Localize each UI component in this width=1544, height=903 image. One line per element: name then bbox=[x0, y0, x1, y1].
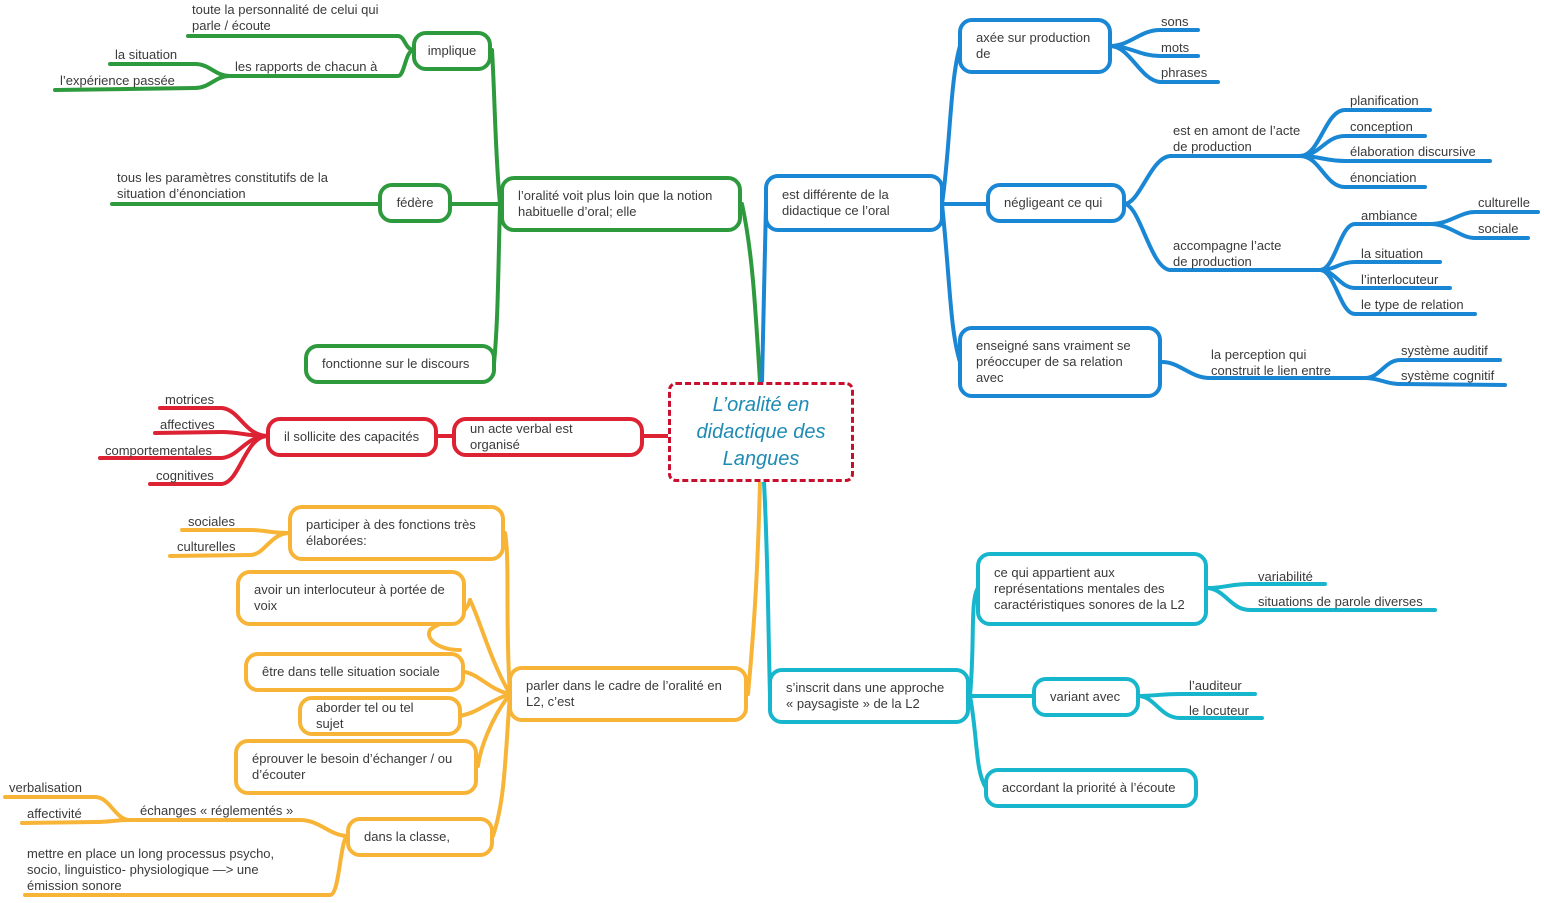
label-interlocuteur: l’interlocuteur bbox=[1361, 272, 1439, 287]
label-parametres: tous les paramètres constitutifs de la s… bbox=[117, 170, 328, 201]
central-topic[interactable]: L’oralité en didactique des Langues bbox=[668, 382, 854, 482]
label-auditeur: l’auditeur bbox=[1189, 678, 1242, 693]
label-comportementales: comportementales bbox=[105, 443, 212, 458]
label-affectivite: affectivité bbox=[27, 806, 82, 821]
label-verbalisation: verbalisation bbox=[9, 780, 82, 795]
label-sociales: sociales bbox=[188, 514, 235, 529]
label-conception: conception bbox=[1350, 119, 1413, 134]
node-acte-verbal[interactable]: un acte verbal est organisé bbox=[452, 417, 644, 457]
label-mots: mots bbox=[1161, 40, 1190, 55]
node-federe[interactable]: fédère bbox=[378, 183, 452, 223]
label-amont: est en amont de l’acte de production bbox=[1173, 123, 1301, 154]
orange-branch-lines bbox=[3, 480, 762, 897]
node-eprouver[interactable]: éprouver le besoin d’échanger / ou d’éco… bbox=[234, 739, 478, 795]
node-negligeant[interactable]: négligeant ce qui bbox=[986, 183, 1126, 223]
label-planification: planification bbox=[1350, 93, 1419, 108]
green-main-node[interactable]: l’oralité voit plus loin que la notion h… bbox=[500, 176, 742, 232]
node-representations[interactable]: ce qui appartient aux représentations me… bbox=[976, 552, 1208, 626]
label-culturelles: culturelles bbox=[177, 539, 236, 554]
label-locuteur: le locuteur bbox=[1189, 703, 1249, 718]
green-branch-lines bbox=[53, 34, 762, 384]
label-ambiance: ambiance bbox=[1361, 208, 1418, 223]
label-sons: sons bbox=[1161, 14, 1189, 29]
node-axee[interactable]: axée sur production de bbox=[958, 18, 1112, 74]
label-type-relation: le type de relation bbox=[1361, 297, 1464, 312]
teal-branch-lines bbox=[762, 480, 1437, 790]
label-perception: la perception qui construit le lien entr… bbox=[1211, 347, 1331, 378]
label-accompagne: accompagne l’acte de production bbox=[1173, 238, 1282, 269]
label-auditif: système auditif bbox=[1401, 343, 1488, 358]
label-affectives: affectives bbox=[160, 417, 215, 432]
node-aborder[interactable]: aborder tel ou tel sujet bbox=[298, 696, 462, 736]
red-branch-lines bbox=[98, 406, 672, 486]
node-variant[interactable]: variant avec bbox=[1032, 677, 1140, 717]
node-dans-la-classe[interactable]: dans la classe, bbox=[346, 817, 494, 857]
label-rapports: les rapports de chacun à bbox=[235, 59, 378, 74]
label-cognitives: cognitives bbox=[156, 468, 214, 483]
node-situation-sociale[interactable]: être dans telle situation sociale bbox=[244, 652, 465, 692]
blue-main-node[interactable]: est différente de la didactique ce l’ora… bbox=[764, 174, 944, 232]
label-sociale: sociale bbox=[1478, 221, 1519, 236]
label-elaboration: élaboration discursive bbox=[1350, 144, 1476, 159]
label-situations-parole: situations de parole diverses bbox=[1258, 594, 1423, 609]
label-experience: l’expérience passée bbox=[60, 73, 175, 88]
node-accordant[interactable]: accordant la priorité à l’écoute bbox=[984, 768, 1198, 808]
node-participer[interactable]: participer à des fonctions très élaborée… bbox=[288, 505, 505, 561]
label-culturelle: culturelle bbox=[1478, 195, 1531, 210]
label-cognitif: système cognitif bbox=[1401, 368, 1495, 383]
label-variabilite: variabilité bbox=[1258, 569, 1313, 584]
label-enonciation: énonciation bbox=[1350, 170, 1417, 185]
node-implique[interactable]: implique bbox=[412, 31, 492, 71]
node-fonctionne[interactable]: fonctionne sur le discours bbox=[304, 344, 496, 384]
node-sollicite[interactable]: il sollicite des capacités bbox=[266, 417, 438, 457]
label-echanges: échanges « réglementés » bbox=[140, 803, 294, 818]
node-interlocuteur[interactable]: avoir un interlocuteur à portée de voix bbox=[236, 570, 466, 626]
label-processus: mettre en place un long processus psycho… bbox=[27, 846, 275, 893]
label-personnalite: toute la personnalité de celui qui parle… bbox=[192, 2, 379, 33]
node-enseigne[interactable]: enseigné sans vraiment se préoccuper de … bbox=[958, 326, 1162, 398]
blue-branch-lines bbox=[760, 28, 1540, 387]
label-phrases: phrases bbox=[1161, 65, 1208, 80]
label-la-situation: la situation bbox=[1361, 246, 1424, 261]
teal-main-node[interactable]: s’inscrit dans une approche « paysagiste… bbox=[768, 668, 970, 724]
label-situation: la situation bbox=[115, 47, 178, 62]
label-motrices: motrices bbox=[165, 392, 215, 407]
orange-main-node[interactable]: parler dans le cadre de l’oralité en L2,… bbox=[508, 666, 748, 722]
